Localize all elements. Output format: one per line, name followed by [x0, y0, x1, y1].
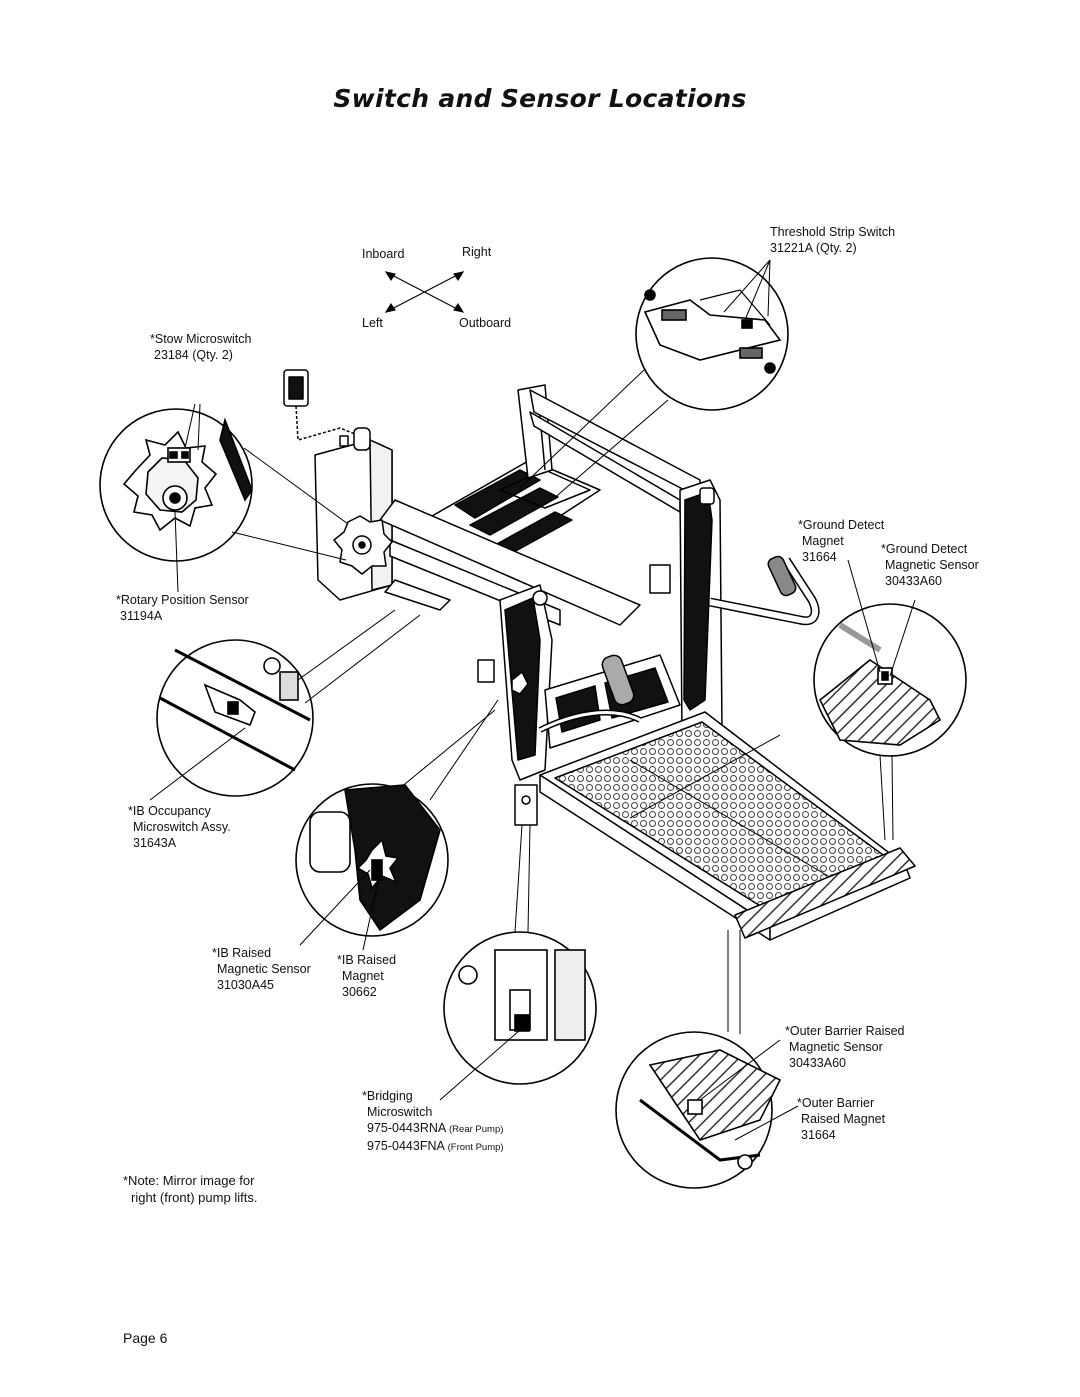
page-number: Page 6: [123, 1330, 168, 1346]
callout-outer-barrier-magnet: *Outer Barrier Raised Magnet 31664: [797, 1096, 886, 1142]
mirror-note: *Note: Mirror image for right (front) pu…: [123, 1173, 258, 1205]
detail-outer-barrier: [615, 1031, 782, 1189]
detail-ib-occupancy: [156, 639, 314, 797]
callout-stow-microswitch: *Stow Microswitch 23184 (Qty. 2): [150, 332, 252, 362]
compass-right-label: Right: [462, 245, 492, 259]
compass-inboard-label: Inboard: [362, 247, 405, 261]
compass-arrows: [384, 271, 465, 313]
callout-ib-raised-sensor: *IB Raised Magnetic Sensor 31030A45: [212, 946, 311, 992]
callout-ground-detect-sensor: *Ground Detect Magnetic Sensor 30433A60: [881, 542, 979, 588]
callout-threshold-strip-switch: Threshold Strip Switch 31221A (Qty. 2): [770, 225, 896, 255]
compass-left-label: Left: [362, 316, 383, 330]
callout-bridging-microswitch: *Bridging Microswitch 975-0443RNA (Rear …: [362, 1089, 504, 1153]
compass-outboard-label: Outboard: [459, 316, 512, 330]
callout-outer-barrier-sensor: *Outer Barrier Raised Magnetic Sensor 30…: [785, 1024, 905, 1070]
detail-stow-rotary: [99, 408, 253, 562]
lift-body: [283, 369, 916, 941]
detail-ground-detect: [813, 603, 967, 757]
page-title: Switch and Sensor Locations: [333, 84, 747, 113]
detail-bridging: [443, 931, 597, 1085]
callout-rotary-position-sensor: *Rotary Position Sensor 31194A: [116, 593, 249, 623]
detail-ib-raised: [295, 783, 449, 937]
callout-ib-occupancy: *IB Occupancy Microswitch Assy. 31643A: [128, 804, 231, 850]
detail-threshold: [635, 257, 789, 411]
callout-ground-detect-magnet: *Ground Detect Magnet 31664: [798, 518, 885, 564]
callout-ib-raised-magnet: *IB Raised Magnet 30662: [337, 953, 397, 999]
